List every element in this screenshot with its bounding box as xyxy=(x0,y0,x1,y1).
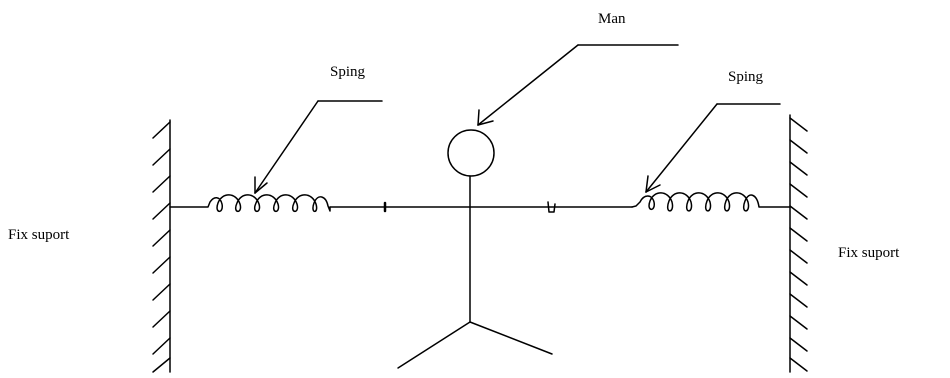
spring-right-leader xyxy=(645,103,781,193)
man-figure xyxy=(397,129,553,369)
man-leader xyxy=(477,44,679,126)
left-spring xyxy=(169,194,331,213)
support-left-label: Fix suport xyxy=(8,227,70,243)
right-spring xyxy=(631,192,791,212)
spring-left-label: Sping xyxy=(330,64,366,80)
left-fixed-support xyxy=(152,119,171,373)
support-right-label: Fix suport xyxy=(838,245,900,261)
right-fixed-support xyxy=(789,114,808,373)
man-right-leg xyxy=(469,321,553,355)
right-rope-hook xyxy=(547,201,556,213)
man-head xyxy=(447,129,495,177)
spring-left-leader xyxy=(254,100,383,194)
man-label: Man xyxy=(598,11,626,27)
spring-right-label: Sping xyxy=(728,69,764,85)
man-left-leg xyxy=(397,321,471,369)
